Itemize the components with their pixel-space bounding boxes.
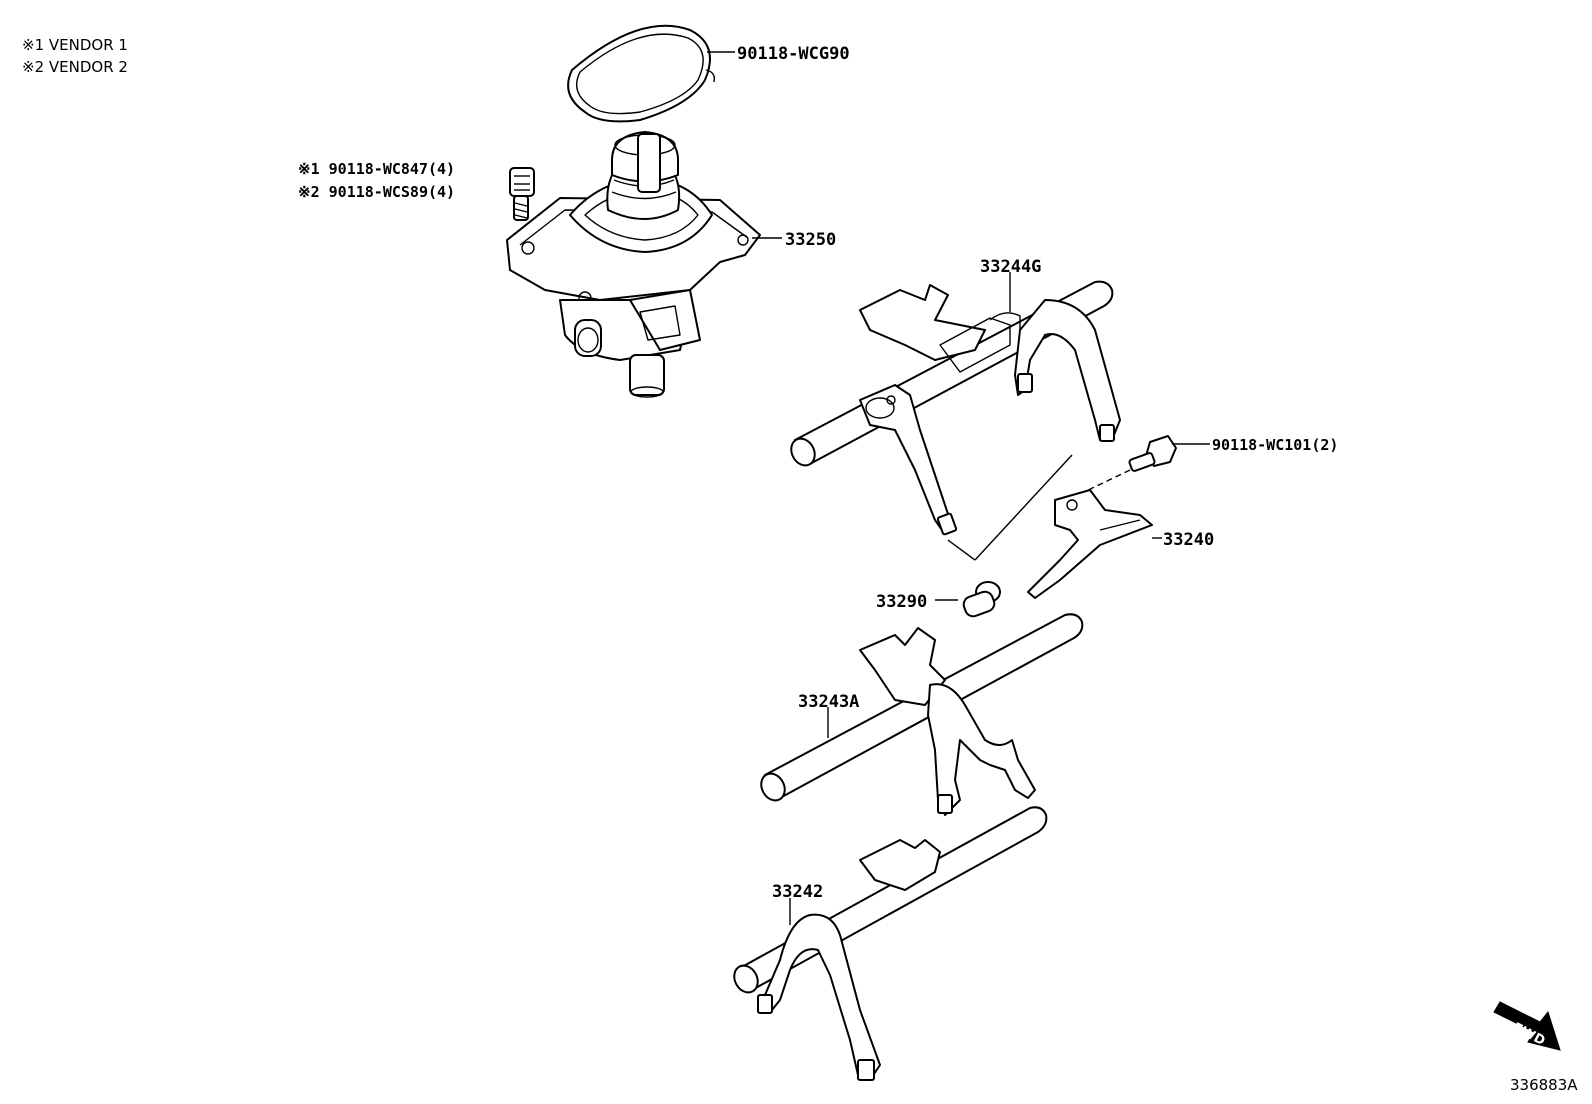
pin-drawing (962, 581, 1001, 618)
legend-vendor-1: ※1 VENDOR 1 (22, 36, 128, 54)
diagram-id: 336883A (1510, 1076, 1578, 1094)
label-pin[interactable]: 33290 (876, 592, 927, 612)
label-shift-head[interactable]: 33240 (1163, 530, 1214, 550)
dash-line-b (947, 539, 976, 561)
label-fork-shaft-mid[interactable]: 33243A (798, 692, 859, 712)
bolt-drawing (509, 167, 535, 221)
gasket-drawing (567, 24, 716, 123)
label-bolt-fork[interactable]: 90118-WC101(2) (1212, 436, 1338, 454)
label-bolt-vendor-1[interactable]: ※1 90118-WC847(4) (298, 160, 455, 178)
legend-vendor-2: ※2 VENDOR 2 (22, 58, 128, 76)
bolt-fork-drawing (1128, 435, 1177, 472)
label-fork-shaft-top[interactable]: 33244G (980, 257, 1041, 277)
dash-line-a (974, 454, 1073, 561)
label-housing[interactable]: 33250 (785, 230, 836, 250)
fork-shaft-bottom-drawing (733, 806, 1048, 1081)
label-bolt-vendor-2[interactable]: ※2 90118-WCS89(4) (298, 183, 455, 201)
shift-head-drawing (1027, 489, 1153, 599)
label-gasket[interactable]: 90118-WCG90 (737, 44, 850, 64)
fork-shaft-top-drawing (790, 280, 1121, 536)
label-fork-shaft-bottom[interactable]: 33242 (772, 882, 823, 902)
fork-shaft-mid-drawing (760, 613, 1084, 816)
fwd-arrow: FWD (1493, 1001, 1561, 1051)
shift-lever-housing-drawing (506, 131, 761, 398)
